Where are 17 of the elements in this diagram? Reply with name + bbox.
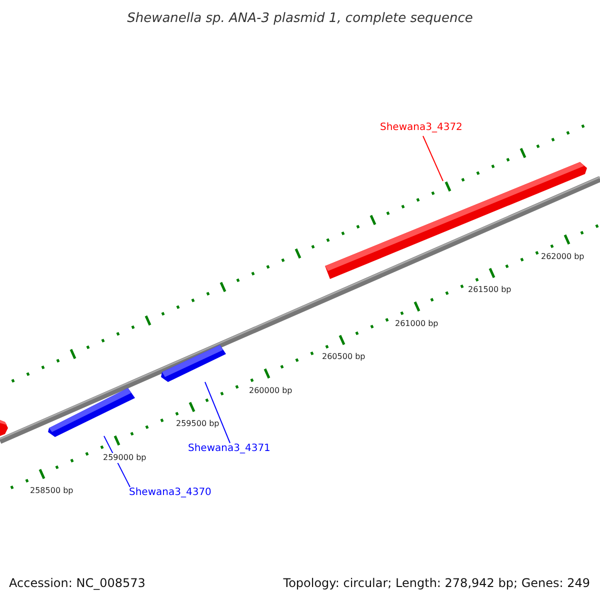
summary-text: Topology: circular; Length: 278,942 bp; Genes: 249 — [283, 575, 590, 592]
accession-text: Accession: NC_008573 — [9, 575, 146, 592]
position-label: 258500 bp — [30, 486, 74, 496]
position-label: 262000 bp — [541, 252, 584, 262]
gene-label: Shewana3_4371 — [188, 442, 270, 455]
position-label: 260500 bp — [322, 352, 366, 362]
gene-bar — [48, 388, 135, 437]
gene-label: Shewana3_4370 — [129, 486, 212, 499]
gene-label: Shewana3_4372 — [380, 121, 462, 134]
gene-bar — [0, 420, 8, 436]
position-label: 259500 bp — [176, 419, 220, 429]
position-label: 261000 bp — [395, 318, 438, 328]
leader-line — [204, 382, 230, 444]
title: Shewanella sp. ANA-3 plasmid 1, complete sequence — [126, 10, 474, 28]
gene-bar — [325, 162, 587, 279]
gene-bar — [161, 345, 226, 382]
leader-line — [422, 136, 444, 182]
